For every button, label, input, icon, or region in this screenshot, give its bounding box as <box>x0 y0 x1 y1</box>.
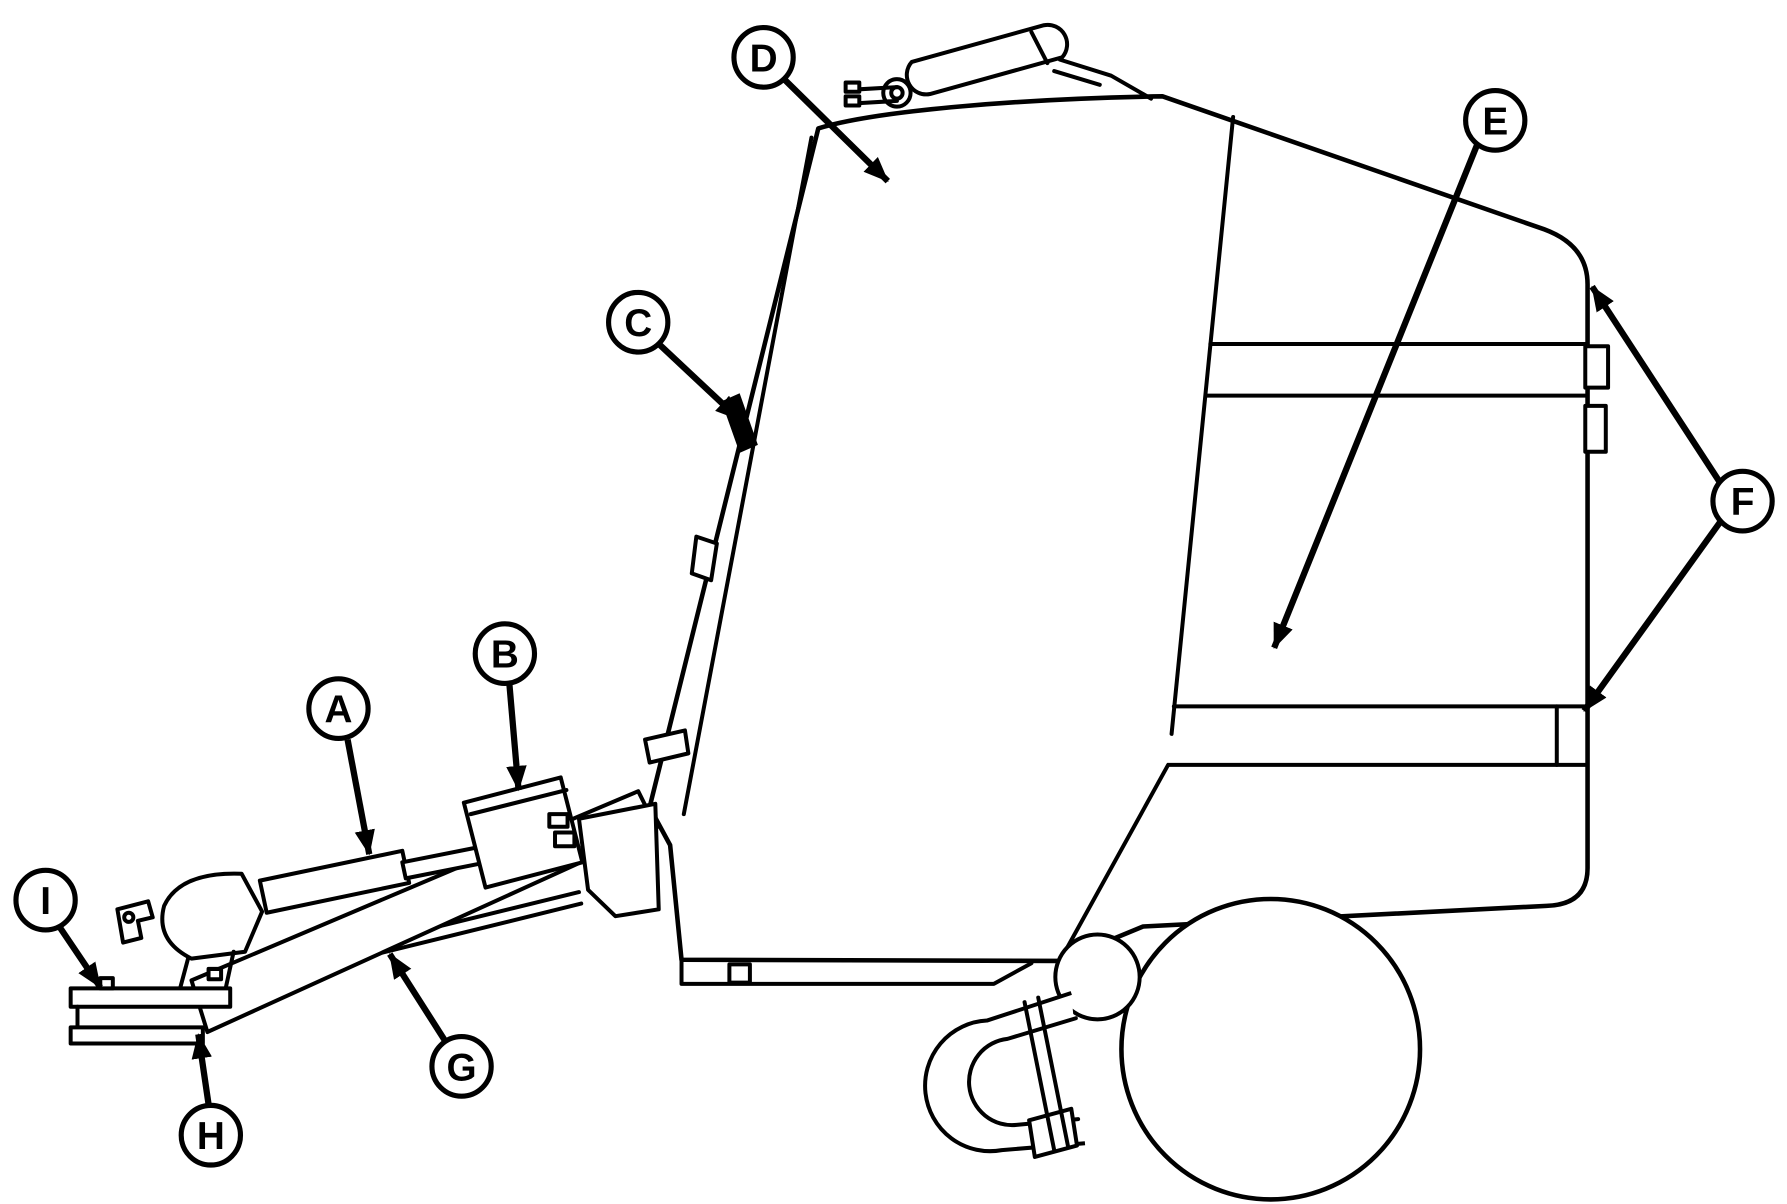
gate-split-line <box>1169 114 1236 736</box>
callout-c-letter: C <box>624 302 652 345</box>
callout-f-arrow-upper <box>1589 284 1724 486</box>
anchor-leg-right <box>223 949 236 991</box>
callout-f: F <box>1710 468 1775 534</box>
callout-d-arrow <box>781 76 890 184</box>
skid-notch <box>727 962 752 985</box>
hose-upper <box>855 85 899 92</box>
hitch-top-plate <box>68 986 233 1009</box>
baler-body-silhouette <box>647 94 1590 964</box>
callout-c: C <box>606 289 671 355</box>
pickup-strip-left <box>1022 1000 1057 1153</box>
callout-h: H <box>178 1102 244 1168</box>
callout-h-letter: H <box>197 1115 225 1158</box>
callout-b: B <box>472 621 538 686</box>
callout-e-letter: E <box>1482 100 1508 143</box>
callout-a-circle <box>306 676 371 742</box>
panel-lower-diagonal <box>1057 762 1171 963</box>
tongue-attachment-plate <box>576 801 661 919</box>
callout-c-arrow <box>655 340 742 422</box>
pickup-roller <box>1053 932 1142 1022</box>
callout-b-circle <box>472 621 538 686</box>
baler-machine <box>68 22 1611 1202</box>
callout-g-arrow <box>387 952 450 1046</box>
callout-e-circle <box>1463 88 1528 153</box>
callout-g-letter: G <box>446 1046 476 1089</box>
callout-a-arrow <box>344 739 375 856</box>
callout-arrows <box>56 76 1725 1105</box>
lift-cylinder-barrel <box>257 848 412 915</box>
hose-fitting-lower <box>843 94 862 108</box>
side-tab-lower <box>1583 403 1608 454</box>
rear-wheel <box>1119 896 1423 1202</box>
hitch-bolt-left <box>98 976 115 991</box>
callout-e-arrow <box>1271 141 1482 650</box>
callout-f-arrow-lower <box>1581 517 1725 713</box>
callout-g: G <box>429 1034 494 1099</box>
callout-d-letter: D <box>750 37 778 80</box>
hitch-bolt-right <box>206 966 224 982</box>
cylinder-anchor-casting <box>160 871 265 961</box>
callout-f-circle <box>1710 468 1775 534</box>
side-tab-upper <box>1583 344 1611 390</box>
guard-fitting-upper <box>547 812 570 829</box>
drawbar-assembly <box>160 775 661 1035</box>
hose-fitting-upper <box>843 80 862 94</box>
hitch-stand-plate <box>68 1025 205 1046</box>
front-rail-line <box>681 135 814 817</box>
pickup-assembly <box>923 932 1142 1159</box>
hitch-pin-hole <box>122 910 136 924</box>
callout-d-circle <box>731 24 796 90</box>
callout-i-circle <box>13 867 78 933</box>
callout-i-letter: I <box>40 880 51 923</box>
callout-d: D <box>731 24 796 90</box>
callout-b-letter: B <box>491 634 519 677</box>
side-hook <box>689 534 719 583</box>
pickup-teeth-bar <box>1027 1106 1079 1159</box>
hinge-tab <box>643 728 691 765</box>
guard-fitting-lower <box>553 830 577 849</box>
callout-i-arrow <box>56 924 103 990</box>
callout-a-letter: A <box>324 689 352 732</box>
hitch-pin-bracket <box>115 899 155 945</box>
callout-g-circle <box>429 1034 494 1099</box>
callout-c-circle <box>606 289 671 355</box>
callout-e: E <box>1463 88 1528 153</box>
cylinder-bracket <box>1057 57 1154 101</box>
hose-lower <box>855 98 899 106</box>
callout-f-letter: F <box>1731 481 1755 524</box>
callout-labels: A B C D E F G H <box>13 24 1775 1168</box>
callout-a: A <box>306 676 371 742</box>
cylinder-bracket-lower <box>1052 69 1102 87</box>
driveline-guard-box <box>461 775 585 890</box>
callout-i: I <box>13 867 78 933</box>
callout-h-arrow <box>191 1033 212 1105</box>
pickup-band-inner <box>967 1016 1081 1128</box>
cylinder-barrel <box>904 22 1070 97</box>
anchor-leg-left <box>178 956 191 991</box>
callout-h-circle <box>178 1102 244 1168</box>
callout-b-arrow <box>506 684 527 792</box>
pickup-strip-right <box>1036 995 1070 1148</box>
skid-plate <box>679 957 1034 986</box>
body-panel-lines <box>643 114 1611 986</box>
guard-box-line <box>468 788 569 817</box>
cylinder-cap-line <box>1029 30 1050 66</box>
gate-cylinder <box>843 22 1154 109</box>
